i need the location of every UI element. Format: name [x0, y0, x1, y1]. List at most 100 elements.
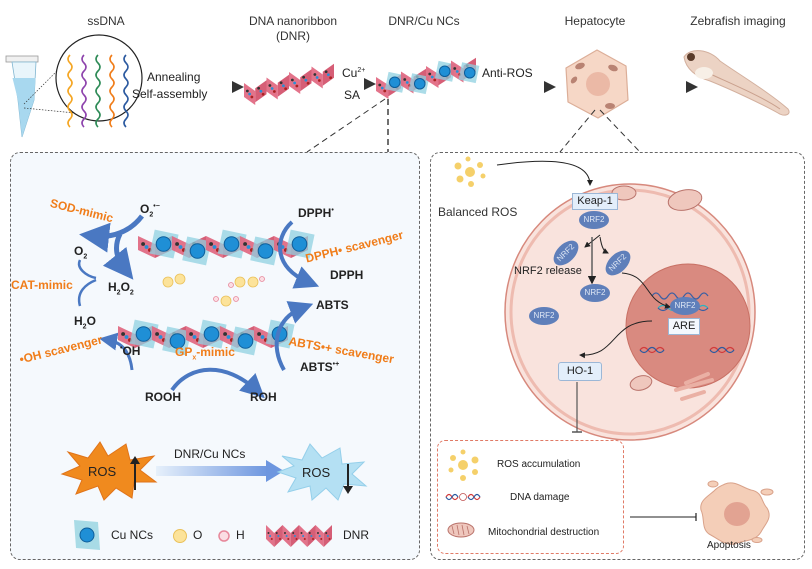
- ros-reduction-arrow: [156, 460, 284, 482]
- ribbon-atom: [279, 538, 282, 540]
- ssdna-strand: [109, 54, 115, 128]
- ribbon-atom: [304, 78, 308, 82]
- ribbon-atom: [275, 532, 278, 534]
- ribbon-atom: [270, 87, 274, 90]
- balanced-ros-label: Balanced ROS: [438, 205, 518, 219]
- apoptotic-cell-icon: [700, 480, 774, 545]
- species-abts: ABTS: [316, 298, 349, 312]
- arrow-label-anti-ros: Anti-ROS: [482, 66, 533, 80]
- ribbon-atom: [259, 89, 263, 93]
- ssdna-strands-icon: [67, 54, 129, 128]
- ribbon-atom: [245, 89, 249, 93]
- ribbon-atom: [270, 538, 273, 540]
- ribbon-atom: [279, 81, 283, 85]
- cu-nc-sphere: [189, 243, 206, 259]
- damage-label-dna-damage: DNA damage: [510, 492, 570, 503]
- arrow-label-self-assembly: Self-assembly: [132, 87, 208, 101]
- ribbon-atom: [261, 92, 265, 96]
- species-hydroxyl: •OH: [120, 344, 141, 358]
- are-box: ARE: [668, 318, 700, 335]
- ribbon-atom: [320, 538, 323, 540]
- arrow-label-sa: SA: [344, 88, 361, 102]
- dna-nanoribbon-icon: [244, 63, 334, 105]
- ribbon-atom: [287, 538, 290, 540]
- dnr-cu-ncs-icon: [376, 57, 480, 99]
- label-cat-mimic: CAT-mimic: [11, 278, 73, 292]
- ribbon-atom: [302, 75, 306, 79]
- arrow-annealing: [140, 78, 698, 93]
- ribbon-atom: [189, 332, 194, 336]
- ho1-box: HO-1: [558, 362, 602, 381]
- ros-low-burst-icon: [276, 443, 368, 501]
- ribbon-atom: [295, 538, 298, 540]
- cu-nc-sphere: [223, 236, 240, 252]
- hepatocyte-icon: [565, 49, 629, 119]
- ribbon-atom: [246, 245, 251, 249]
- ribbon-atom: [209, 242, 214, 246]
- ribbon-atom: [285, 535, 288, 537]
- stage-label-dna-nanoribbon: DNA nanoribbon: [248, 14, 338, 28]
- ribbon-atom: [326, 535, 329, 537]
- species-oxygen: O2: [74, 244, 88, 261]
- species-roh: ROH: [250, 390, 277, 404]
- ssdna-strand: [81, 54, 87, 128]
- cu-nc-sphere: [438, 65, 451, 78]
- ribbon-atom: [124, 335, 129, 339]
- ssdna-strand: [95, 54, 101, 128]
- ribbon-atom: [326, 73, 330, 77]
- stage-label-ssdna: ssDNA: [87, 14, 125, 28]
- ribbon-atom: [313, 73, 317, 76]
- cu-nc-sphere: [291, 236, 308, 252]
- ribbon-atom: [223, 332, 228, 336]
- ribbon-atom: [281, 84, 285, 88]
- ros-low-label: ROS: [302, 465, 331, 480]
- legend-label-oxygen: O: [193, 528, 203, 542]
- ribbon-atom: [303, 538, 306, 540]
- stage-label-dnr-cu-ncs: DNR/Cu NCs: [388, 14, 460, 28]
- ribbon-atom: [158, 335, 163, 339]
- ribbon-atom: [257, 332, 262, 336]
- ribbon-atom: [292, 532, 295, 534]
- ribbon-atom: [316, 532, 319, 534]
- mitochondria-icon: [611, 185, 703, 391]
- dnr-cu-ncs-ribbon-lower: [118, 319, 295, 356]
- ribbon-atom: [257, 86, 261, 90]
- species-rooh: ROOH: [145, 390, 181, 404]
- nrf2-released-3: NRF2: [580, 284, 610, 302]
- cu-nc-sphere: [135, 326, 152, 342]
- ribbon-atom: [310, 535, 313, 537]
- nrf2-release-label: NRF2 release: [514, 265, 582, 277]
- ribbon-atom: [277, 535, 280, 537]
- legend-label-hydrogen: H: [236, 528, 245, 542]
- keap1-box: Keap-1: [572, 193, 618, 210]
- ribbon-atom: [212, 245, 217, 249]
- ribbon-atom: [293, 535, 296, 537]
- ribbon-atom: [300, 532, 303, 534]
- nrf2-bound: NRF2: [579, 211, 609, 229]
- ribbon-atom: [433, 78, 437, 82]
- arrow-label-cu2: Cu2+: [342, 66, 365, 80]
- ribbon-atom: [302, 535, 305, 537]
- cu-nc-sphere: [169, 333, 186, 349]
- cu-nc-sphere: [463, 66, 476, 79]
- ribbon-atom: [178, 245, 183, 249]
- species-abts-radical: ABTS•+: [300, 360, 340, 374]
- legend-cu-ncs-icon: [74, 520, 100, 550]
- ribbon-atom: [144, 245, 149, 249]
- ros-accumulation-icon: [448, 449, 479, 481]
- ribbon-atom: [318, 535, 321, 537]
- pathway-arrows: [496, 160, 697, 521]
- nrf2-cytoplasm: NRF2: [529, 307, 559, 325]
- ribbon-atom: [315, 76, 319, 79]
- zebrafish-icon: [683, 50, 790, 116]
- stage-sublabel-dnr: (DNR): [276, 29, 310, 43]
- stage-label-zebrafish: Zebrafish imaging: [690, 14, 786, 28]
- ribbon-atom: [121, 332, 126, 336]
- legend-label-dnr: DNR: [343, 528, 369, 542]
- ssdna-strand: [123, 54, 129, 128]
- ribbon-atom: [378, 83, 382, 87]
- ribbon-atom: [306, 81, 310, 85]
- damage-label-ros-accumulation: ROS accumulation: [497, 459, 581, 470]
- ribbon-atom: [269, 535, 272, 537]
- label-gpx-mimic: GPx-mimic: [175, 345, 235, 362]
